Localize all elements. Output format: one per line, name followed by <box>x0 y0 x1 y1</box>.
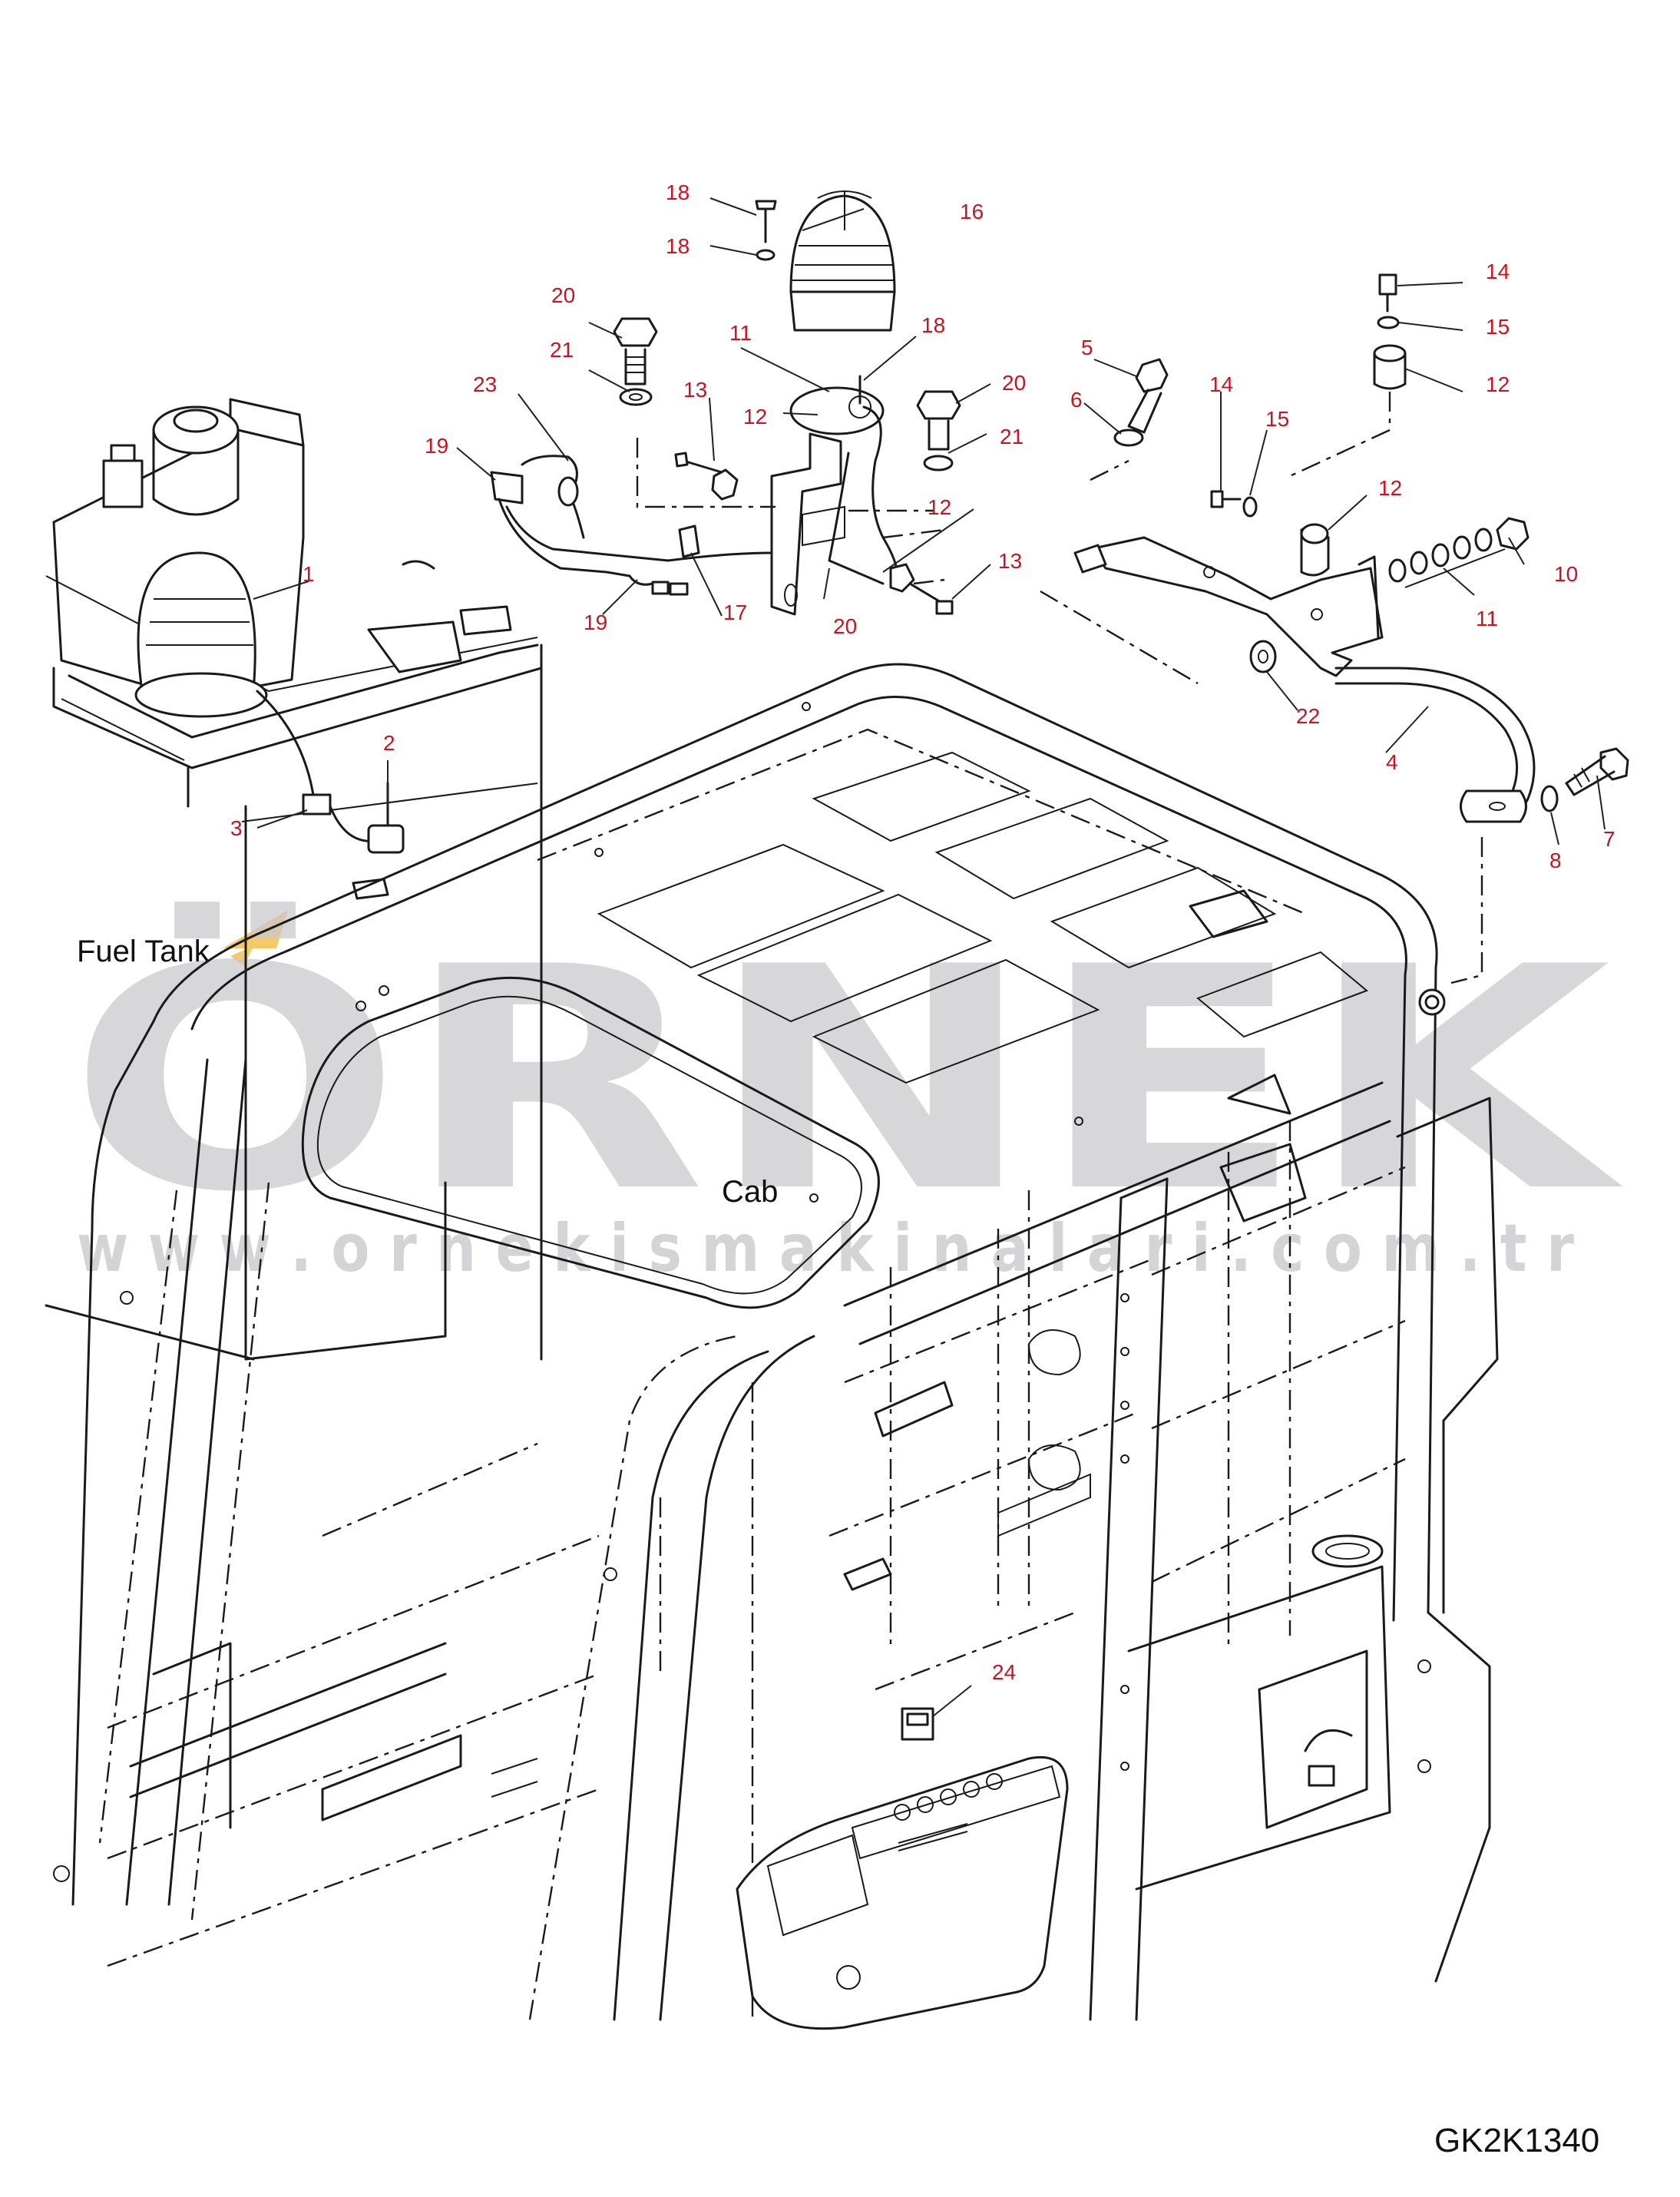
beacon-lamp-16 <box>755 190 896 332</box>
callout: 19 <box>584 610 607 634</box>
callout: 10 <box>1554 562 1578 586</box>
beacon-bracket <box>770 375 898 616</box>
cab-label: Cab <box>722 1175 778 1209</box>
callout: 20 <box>551 283 575 307</box>
callout: 6 <box>1070 388 1083 412</box>
callout: 18 <box>921 313 945 337</box>
beacon-lamp-1 <box>134 551 405 900</box>
callout: 1 <box>303 562 315 586</box>
callout: 12 <box>1378 476 1402 500</box>
leader-lines <box>253 197 1606 1717</box>
callout: 4 <box>1386 750 1398 774</box>
callout: 23 <box>473 372 497 396</box>
callout: 3 <box>230 816 243 840</box>
callout: 17 <box>723 601 747 624</box>
drawing-code: GK2K1340 <box>1434 2122 1599 2159</box>
callout: 14 <box>1209 372 1233 396</box>
watermark-logo: ÖRNEK <box>68 898 1625 1259</box>
callout: 12 <box>743 405 767 428</box>
fasteners-left <box>613 317 961 615</box>
mounting-arm <box>1040 273 1629 984</box>
wire-harness <box>490 438 945 596</box>
callout: 15 <box>1486 315 1510 339</box>
control-console <box>736 1707 1069 2030</box>
logo-accent-mark <box>223 910 288 966</box>
callout: 11 <box>1476 607 1498 630</box>
callout: 20 <box>833 614 857 638</box>
callout: 13 <box>998 549 1022 573</box>
callout: 16 <box>960 200 984 223</box>
fuel-tank <box>45 398 543 1361</box>
callout: 8 <box>1549 849 1562 872</box>
callout-numbers: 18 18 16 20 21 11 18 20 21 23 19 13 12 1… <box>230 180 1616 1684</box>
watermark-url: w w w . o r n e k i s m a k i n a l a r … <box>77 1210 1574 1287</box>
callout: 22 <box>1296 704 1320 728</box>
callout: 24 <box>992 1660 1016 1684</box>
cab-structure <box>53 663 1499 2021</box>
callout: 19 <box>425 434 448 458</box>
callout: 2 <box>383 731 395 755</box>
callout: 14 <box>1486 260 1510 283</box>
callout: 12 <box>928 495 951 519</box>
callout: 11 <box>729 321 752 345</box>
callout: 5 <box>1081 336 1093 359</box>
callout: 7 <box>1603 827 1616 851</box>
callout: 21 <box>1000 425 1024 448</box>
callout: 12 <box>1486 372 1510 396</box>
callout: 20 <box>1002 371 1026 395</box>
watermark: ÖRNEK w w w . o r n e k i s m a k i n a … <box>68 898 1625 1287</box>
fuel-tank-label: Fuel Tank <box>77 935 210 968</box>
callout: 15 <box>1265 407 1289 431</box>
callout: 21 <box>550 338 574 362</box>
callout: 13 <box>683 378 707 402</box>
callout: 18 <box>666 234 690 258</box>
callout: 18 <box>666 180 690 204</box>
